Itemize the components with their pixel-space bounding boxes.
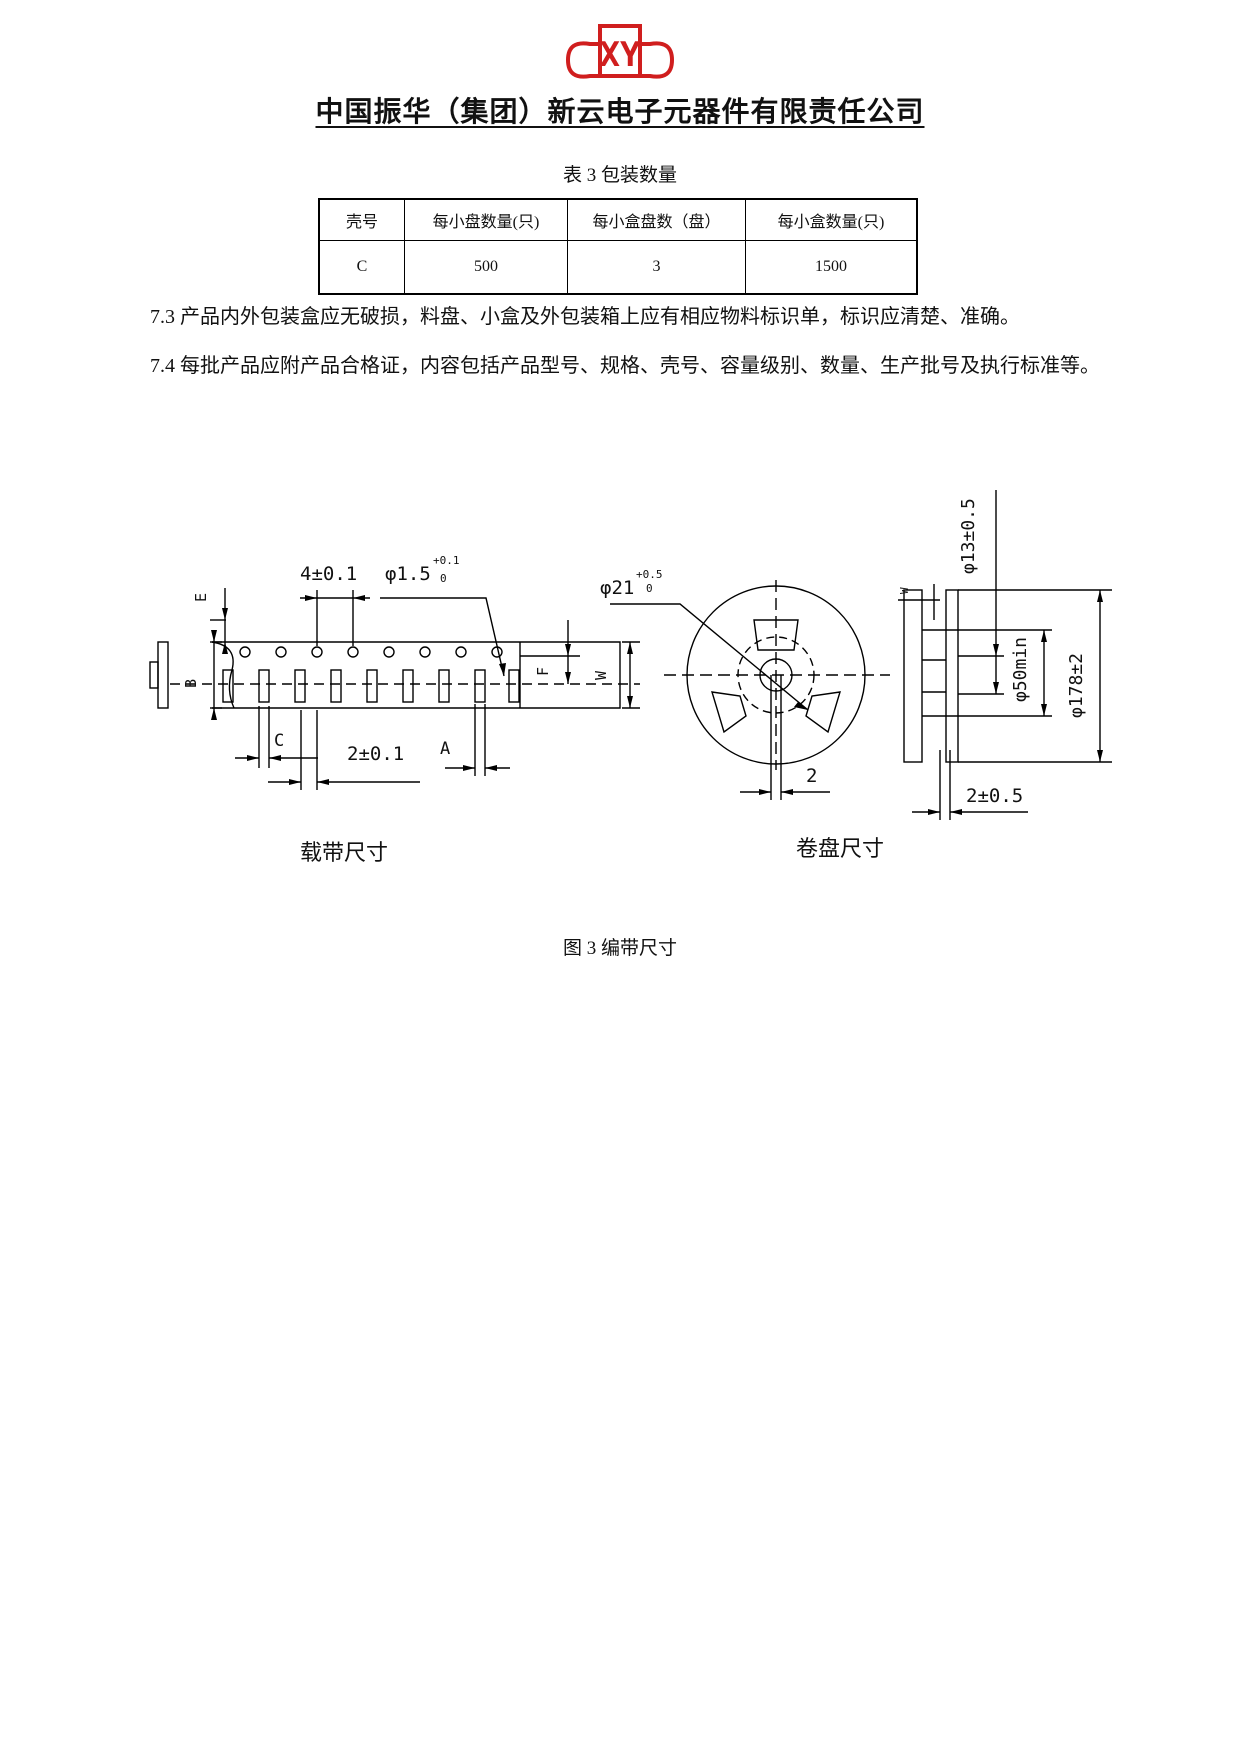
table-cell: 1500 — [745, 240, 918, 295]
table-caption: 表 3 包装数量 — [562, 165, 677, 186]
dim-hub-tol-plus: +0.5 — [636, 568, 663, 581]
table-cell: 500 — [404, 240, 568, 295]
dim-pitch2: 2±0.1 — [347, 743, 404, 765]
dim-pitch: 4±0.1 — [300, 563, 357, 585]
dim-w: W — [592, 670, 610, 680]
dim-slot: 2 — [806, 765, 817, 787]
dim-hub-tol-zero: 0 — [646, 582, 653, 595]
table-cell: C — [318, 240, 405, 295]
paragraph-7-3: 7.3 产品内外包装盒应无破损，料盘、小盒及外包装箱上应有相应物料标识单，标识应… — [150, 306, 1020, 328]
dim-reel-w: W — [898, 587, 911, 594]
figure-caption: 图 3 编带尺寸 — [562, 938, 677, 959]
dim-c: C — [274, 731, 284, 751]
company-name: 中国振华（集团）新云电子元器件有限责任公司 — [0, 90, 1240, 130]
dim-a: A — [440, 739, 450, 759]
company-name-text: 中国振华（集团）新云电子元器件有限责任公司 — [315, 95, 925, 128]
logo-text: XY — [600, 35, 641, 75]
dim-hole: φ1.5 — [385, 563, 431, 585]
table-cell: 3 — [567, 240, 746, 295]
dim-hole-tol-plus: +0.1 — [433, 554, 460, 567]
dim-width: 2±0.5 — [966, 785, 1023, 807]
header-cell: 壳号 — [318, 198, 405, 241]
table-row: C 500 3 1500 — [318, 240, 918, 295]
paragraph-7-4: 7.4 每批产品应附产品合格证，内容包括产品型号、规格、壳号、容量级别、数量、生… — [150, 355, 1100, 377]
dim-bore: φ13±0.5 — [958, 498, 979, 574]
reel-title: 卷盘尺寸 — [796, 837, 884, 862]
header-cell: 每小盒盘数（盘） — [567, 198, 746, 241]
dim-e: E — [192, 593, 210, 602]
table-header-row: 壳号 每小盘数量(只) 每小盒盘数（盘） 每小盒数量(只) — [318, 198, 918, 241]
tape-reel-drawing: 4±0.1 φ1.5 +0.1 0 2±0.1 C A E B F W φ21 … — [149, 490, 1112, 866]
dim-b: B — [182, 679, 200, 688]
header-cell: 每小盘数量(只) — [404, 198, 568, 241]
header-cell: 每小盒数量(只) — [745, 198, 918, 241]
dim-outer: φ178±2 — [1066, 653, 1087, 718]
dim-hub: φ21 — [600, 577, 634, 599]
dim-f: F — [534, 667, 552, 676]
dim-hole-tol-zero: 0 — [440, 572, 447, 585]
tape-title: 载带尺寸 — [300, 841, 388, 866]
dim-core: φ50min — [1010, 637, 1031, 702]
packing-quantity-table: 壳号 每小盘数量(只) 每小盒盘数（盘） 每小盒数量(只) C 500 3 15… — [318, 198, 918, 295]
company-logo: XY — [565, 24, 675, 79]
